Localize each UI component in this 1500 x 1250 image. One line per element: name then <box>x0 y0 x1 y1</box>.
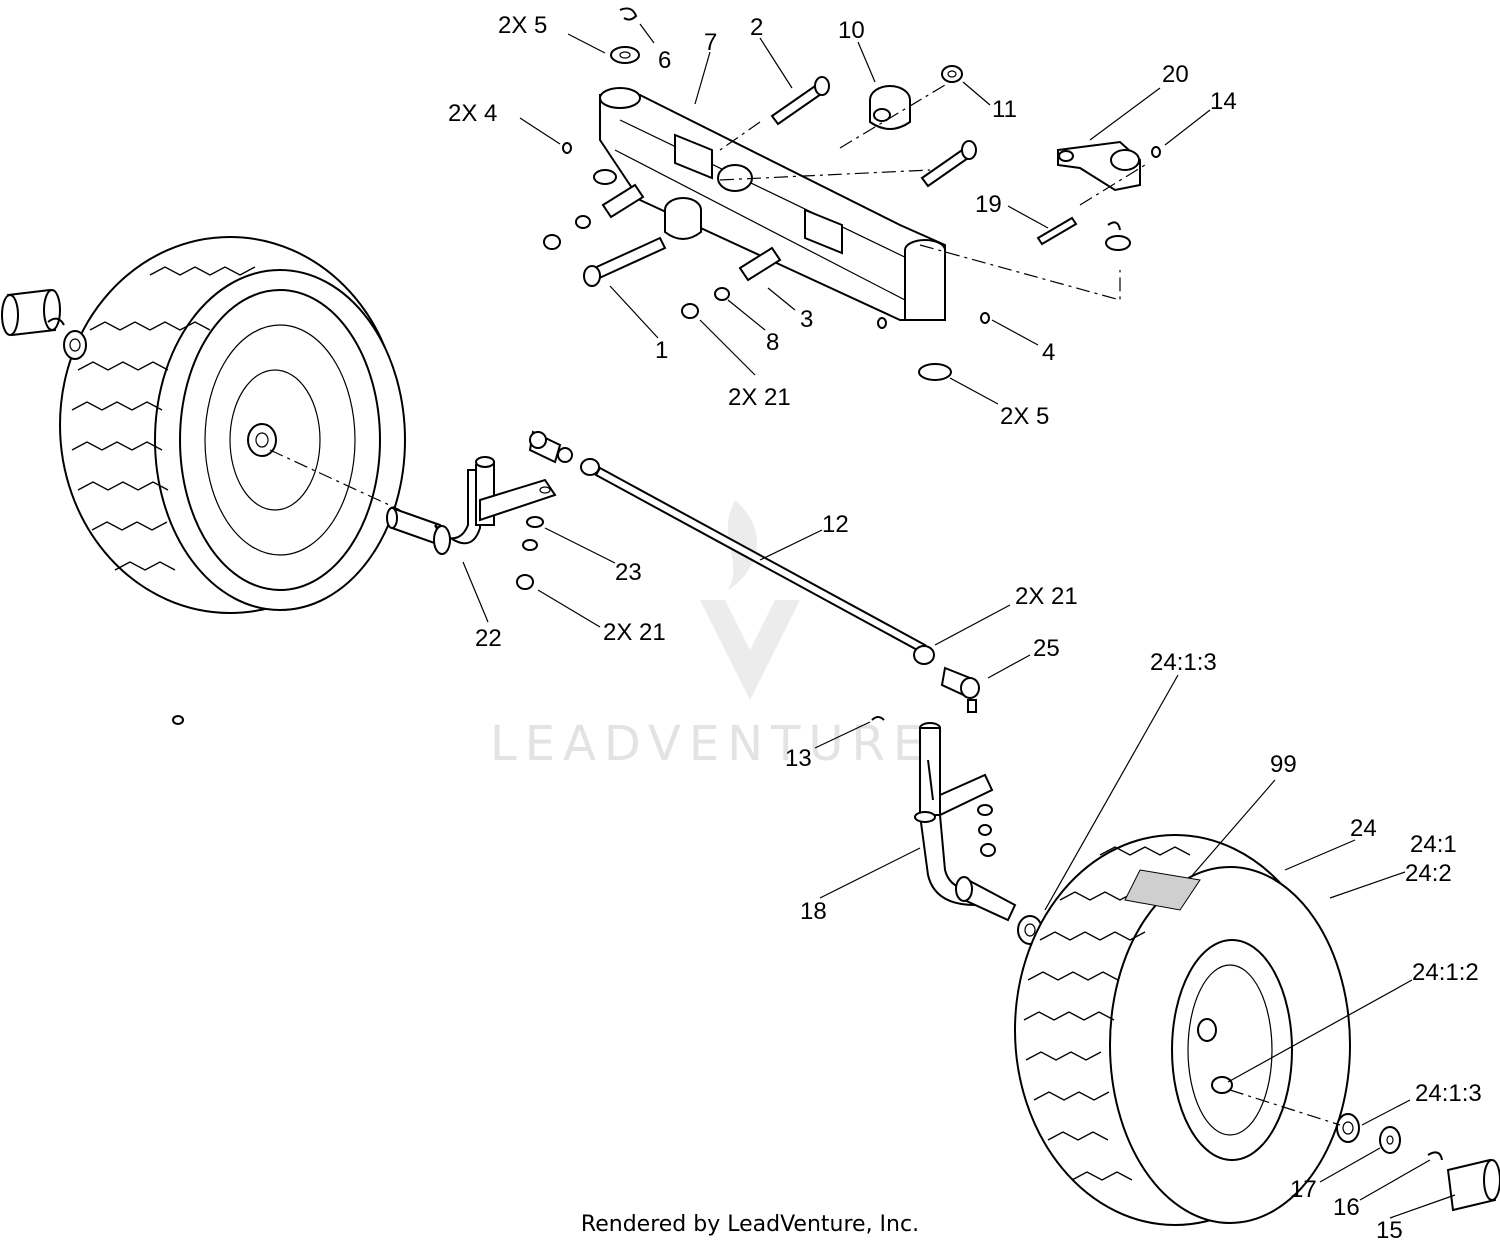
callout-15: 15 <box>1376 1217 1403 1244</box>
callout-14: 14 <box>1210 88 1237 115</box>
callout-99: 99 <box>1270 751 1297 778</box>
callout-3: 3 <box>800 306 813 333</box>
callout-12: 12 <box>822 511 849 538</box>
callout-24-2: 24:2 <box>1405 860 1452 887</box>
nut-11 <box>941 65 963 83</box>
callout-24-1-3-top: 24:1:3 <box>1150 649 1217 676</box>
callout-2x21-top: 2X 21 <box>728 384 791 411</box>
callout-16: 16 <box>1333 1194 1360 1221</box>
nuts-washers-small <box>543 142 990 381</box>
valve-stem-99 <box>1124 869 1201 911</box>
callout-13: 13 <box>785 745 812 772</box>
watermark-text: LEADVENTURE <box>490 716 931 772</box>
left-wheel-tire <box>59 236 406 614</box>
front-axle-beam <box>599 87 946 321</box>
pivot-bolt-2 <box>770 76 830 126</box>
right-hub-parts <box>1336 1113 1500 1212</box>
bolt-1 <box>583 236 667 287</box>
callout-2x21-right: 2X 21 <box>1015 583 1078 610</box>
render-credit-caption: Rendered by LeadVenture, Inc. <box>580 1212 920 1237</box>
leader-lines <box>462 23 1456 1219</box>
callout-6: 6 <box>658 47 671 74</box>
left-wheel-centerline <box>269 449 401 511</box>
bolt-right-long <box>920 140 977 188</box>
spindle-18 <box>172 715 1043 945</box>
bushing-10 <box>869 85 911 130</box>
bushing-front <box>664 197 702 240</box>
callout-25: 25 <box>1033 635 1060 662</box>
callout-1: 1 <box>655 337 668 364</box>
spacer-3 <box>601 183 782 282</box>
arm-centerline <box>1079 164 1146 206</box>
callout-24: 24 <box>1350 815 1377 842</box>
callout-8: 8 <box>766 329 779 356</box>
bushing-centerline <box>839 81 951 149</box>
bolt-centerline <box>719 121 761 151</box>
callout-23: 23 <box>615 559 642 586</box>
callout-19: 19 <box>975 191 1002 218</box>
washer-6-and-clip <box>610 7 640 64</box>
axle-to-arm-centerline <box>919 244 1121 301</box>
callout-22: 22 <box>475 625 502 652</box>
callout-2x5-bottom: 2X 5 <box>1000 403 1049 430</box>
callout-2: 2 <box>750 14 763 41</box>
callout-17: 17 <box>1290 1176 1317 1203</box>
callout-4: 4 <box>1042 339 1055 366</box>
steering-arm-20 <box>1036 140 1161 251</box>
right-wheel-centerline <box>1229 1089 1341 1126</box>
callout-11: 11 <box>992 96 1017 123</box>
callout-24-1: 24:1 <box>1410 831 1457 858</box>
callout-labels: 2X 5 6 7 2 10 11 20 14 2X 4 19 1 8 3 4 2… <box>448 12 1482 1244</box>
callout-24-1-2: 24:1:2 <box>1412 959 1479 986</box>
callout-2x21-mid: 2X 21 <box>603 619 666 646</box>
leadventure-watermark: LEADVENTURE <box>490 500 931 772</box>
callout-10: 10 <box>838 17 865 44</box>
bolt-right-centerline <box>719 169 931 181</box>
callout-2x5-top: 2X 5 <box>498 12 547 39</box>
callout-18: 18 <box>800 898 827 925</box>
callout-7: 7 <box>704 29 717 56</box>
spindle-22 <box>386 456 557 590</box>
right-wheel-tire-24 <box>1014 834 1351 1226</box>
left-hubcap-and-bearing <box>1 288 87 360</box>
callout-2x4: 2X 4 <box>448 100 497 127</box>
callout-24-1-3-bottom: 24:1:3 <box>1415 1080 1482 1107</box>
callout-20: 20 <box>1162 61 1189 88</box>
